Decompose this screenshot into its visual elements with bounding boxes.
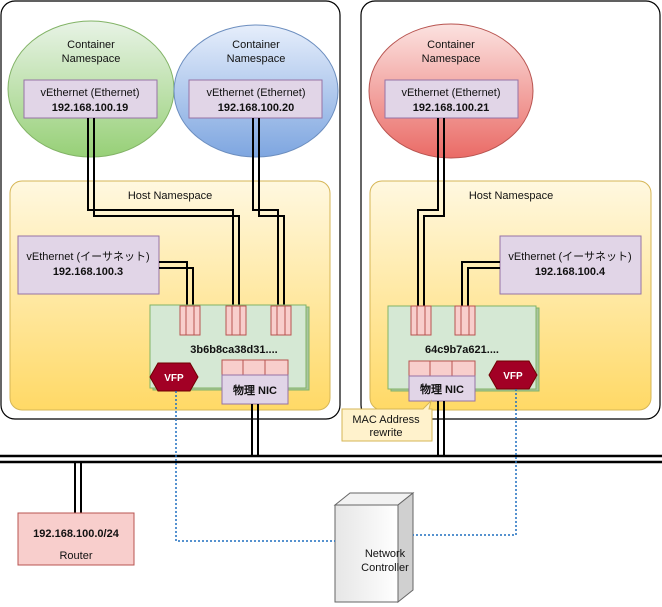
host-1-links — [87, 118, 285, 306]
host-1-nic — [221, 374, 289, 405]
container-2-vnic — [188, 79, 323, 119]
vfp-link-host-1 — [175, 391, 335, 542]
uplinks — [251, 401, 445, 456]
link-host-2-vnic — [461, 261, 500, 306]
host-2-vnic-ip: 192.168.100.4 — [535, 266, 606, 278]
port — [410, 305, 432, 336]
host-2-links — [417, 118, 500, 306]
host-1-vnic-adapter: vEthernet (イーサネット) — [26, 250, 149, 263]
link-container-3-b — [423, 118, 445, 306]
host-1-namespace-label: Host Namespace — [128, 190, 212, 202]
callout-line2: rewrite — [369, 427, 402, 439]
container-3-adapter: vEthernet (Ethernet) — [401, 87, 500, 99]
host-1-vnic — [17, 235, 160, 295]
link-container-3 — [417, 118, 439, 306]
controller-line1: Network — [365, 548, 406, 560]
mac-rewrite-callout: MAC Address rewrite — [341, 399, 433, 442]
container-1-vnic — [23, 79, 158, 119]
container-3-title-line1: Container — [427, 39, 475, 51]
vfp-link-host-2 — [413, 389, 517, 536]
callout-line1: MAC Address — [352, 414, 420, 426]
host-1-nic-label: 物理 NIC — [233, 383, 277, 397]
container-2-ip: 192.168.100.20 — [218, 102, 294, 114]
server-front — [334, 504, 399, 603]
port — [454, 305, 476, 336]
nic-port — [408, 360, 476, 377]
container-1-ip: 192.168.100.19 — [52, 102, 128, 114]
container-2-title-line2: Namespace — [227, 53, 286, 65]
port — [179, 305, 201, 336]
host-2-vnic-adapter: vEthernet (イーサネット) — [508, 250, 631, 263]
container-1-title-line1: Container — [67, 39, 115, 51]
host-1-vfp-label: VFP — [164, 373, 184, 384]
router-label: Router — [59, 550, 92, 562]
container-1-title-line2: Namespace — [62, 53, 121, 65]
host-2-vfp-label: VFP — [503, 371, 523, 382]
host-1-vnic-ip: 192.168.100.3 — [53, 266, 123, 278]
callout-shape — [341, 399, 433, 442]
host-2-vfp — [488, 360, 538, 390]
link-container-1 — [87, 118, 234, 306]
port — [225, 305, 247, 336]
host-2: Host Namespace Container Namespace vEthe… — [360, 0, 661, 420]
host-2-namespace-label: Host Namespace — [469, 190, 553, 202]
vfp-control-links — [175, 389, 517, 542]
host-1-vfp — [149, 362, 199, 392]
container-3-ip: 192.168.100.21 — [413, 102, 489, 114]
host-2-nic-label: 物理 NIC — [420, 382, 464, 396]
physical-network-bus — [0, 454, 662, 464]
host-2-ports — [408, 305, 476, 377]
link-container-2-b — [258, 118, 285, 306]
port — [270, 305, 292, 336]
host-1-ports — [179, 305, 292, 376]
router: 192.168.100.0/24 Router — [17, 462, 135, 566]
host-1-vswitch-id: 3b6b8ca38d31.... — [190, 344, 277, 356]
router-subnet: 192.168.100.0/24 — [33, 528, 120, 540]
link-host-1-vnic — [159, 261, 188, 306]
link-container-2 — [252, 118, 279, 306]
router-box — [17, 512, 135, 566]
nic-port — [221, 359, 289, 376]
link-host-2-vnic-b — [467, 267, 500, 306]
container-2-adapter: vEthernet (Ethernet) — [206, 87, 305, 99]
controller-line2: Controller — [361, 562, 409, 574]
container-3-title-line2: Namespace — [422, 53, 481, 65]
host-1: Host Namespace Container Namespace vEthe… — [0, 0, 341, 420]
host-2-nic — [408, 375, 476, 402]
container-1-adapter: vEthernet (Ethernet) — [40, 87, 139, 99]
container-3-vnic — [384, 79, 519, 119]
host-2-vnic — [499, 235, 642, 295]
container-2-title-line1: Container — [232, 39, 280, 51]
link-container-1-b — [93, 118, 240, 306]
host-2-vswitch-id: 64c9b7a621.... — [425, 344, 499, 356]
network-controller: Network Controller — [333, 491, 415, 604]
link-host-1-vnic-b — [159, 267, 194, 306]
